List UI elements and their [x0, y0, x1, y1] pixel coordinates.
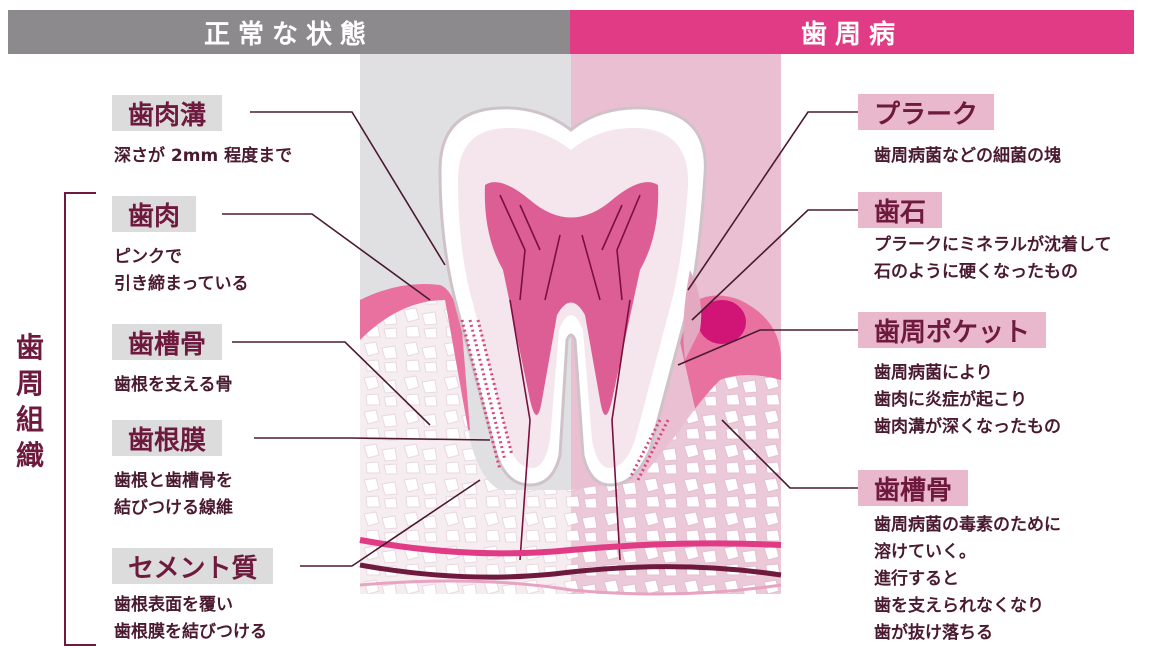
periodontal-tissue-title: 歯周組織	[14, 330, 46, 474]
alveolar-bone-label: 歯槽骨	[112, 324, 222, 360]
calculus-desc: プラークにミネラルが沈着して 石のように硬くなったもの	[874, 232, 1112, 286]
periodontal-ligament-desc: 歯根と歯槽骨を 結びつける線維	[114, 468, 233, 522]
alveolar-bone-disease-desc: 歯周病菌の毒素のために 溶けていく。 進行すると 歯を支えられなくなり 歯が抜け…	[874, 512, 1061, 647]
gingiva-label: 歯肉	[112, 196, 196, 232]
gingival-sulcus-desc: 深さが 2mm 程度まで	[114, 143, 292, 170]
gingiva-desc: ピンクで 引き締まっている	[114, 244, 248, 298]
alveolar-bone-desc: 歯根を支える骨	[114, 372, 233, 399]
cementum-desc: 歯根表面を覆い 歯根膜を結びつける	[114, 592, 267, 646]
plaque-desc: 歯周病菌などの細菌の塊	[874, 143, 1061, 170]
periodontal-ligament-label: 歯根膜	[112, 420, 222, 456]
gingival-sulcus-label: 歯肉溝	[112, 95, 222, 131]
periodontal-pocket-label: 歯周ポケット	[858, 312, 1046, 348]
periodontal-pocket-desc: 歯周病菌により 歯肉に炎症が起こり 歯肉溝が深くなったもの	[874, 360, 1061, 441]
alveolar-bone-disease-label: 歯槽骨	[858, 470, 968, 506]
cementum-label: セメント質	[112, 548, 273, 584]
plaque-label: プラーク	[858, 94, 994, 130]
periodontal-tissue-bracket	[64, 192, 96, 646]
calculus-label: 歯石	[858, 192, 942, 228]
